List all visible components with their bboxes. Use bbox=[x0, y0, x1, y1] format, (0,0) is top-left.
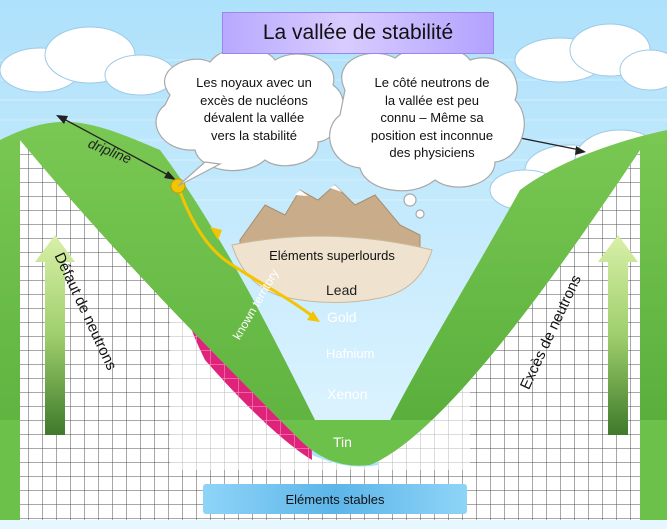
superheavy-plateau bbox=[231, 235, 433, 304]
stable-elements-box: Eléments stables bbox=[203, 484, 467, 514]
page-title: La vallée de stabilité bbox=[262, 21, 454, 44]
bubble-left-line: vers la stabilité bbox=[211, 127, 297, 143]
title-box: La vallée de stabilité bbox=[222, 12, 494, 54]
cloud-top-right bbox=[514, 23, 667, 91]
bubble-right-line: connu – Même sa bbox=[380, 110, 484, 125]
bubble-right-line: position est inconnue bbox=[370, 127, 494, 143]
element-label-xenon: Xenon bbox=[327, 386, 368, 402]
element-label-lead: Lead bbox=[326, 282, 358, 298]
bubble-left-text: Les noyaux avec un excès de nucléons dév… bbox=[168, 74, 340, 144]
stable-elements-label: Eléments stables bbox=[285, 491, 385, 507]
cloud-left bbox=[0, 26, 176, 96]
bubble-right-line: la vallée est peu bbox=[385, 92, 479, 108]
bubble-left-line: Les noyaux avec un bbox=[196, 75, 312, 90]
element-label-tin: Tin bbox=[333, 434, 352, 450]
bubble-left-line: excès de nucléons bbox=[200, 92, 308, 108]
bubble-right-line: des physiciens bbox=[389, 145, 475, 160]
element-label-gold: Gold bbox=[327, 309, 357, 325]
left-side-arrow bbox=[35, 235, 75, 435]
element-label-hafnium: Hafnium bbox=[326, 346, 375, 361]
bubble-right-text: Le côté neutrons de la vallée est peu co… bbox=[346, 74, 518, 162]
snow-caps bbox=[295, 185, 342, 196]
bubble-right-shape bbox=[329, 46, 525, 219]
right-side-arrow bbox=[598, 235, 638, 435]
dripline-arrow bbox=[56, 115, 176, 180]
superheavy-label: Eléments superlourds bbox=[269, 248, 395, 263]
bubble-left-line: dévalent la vallée bbox=[203, 110, 305, 125]
bubble-right-line: Le côté neutrons de bbox=[374, 75, 490, 90]
